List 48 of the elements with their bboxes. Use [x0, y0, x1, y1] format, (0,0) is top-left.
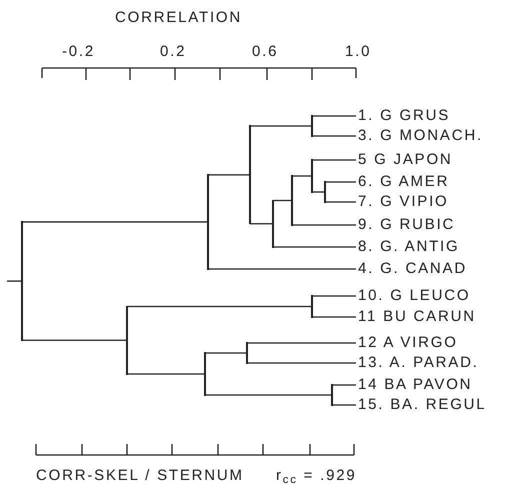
- branch-line: [250, 223, 273, 224]
- branch-line: [205, 352, 247, 354]
- taxon-label: 3. G MONACH.: [358, 127, 483, 145]
- branch-line: [273, 200, 292, 202]
- branch-line: [208, 268, 356, 270]
- branch-line: [247, 362, 356, 364]
- branch-line: [22, 340, 127, 341]
- branch-line: [292, 175, 312, 177]
- branch-line: [273, 246, 356, 248]
- taxon-label: 15. BA. REGUL: [358, 396, 486, 414]
- taxon-label: 14 BA PAVON: [358, 376, 472, 394]
- taxon-label: 8. G. ANTIG: [358, 238, 460, 256]
- branch-line: [127, 373, 205, 375]
- correlation-coefficient: r$_{cc}$ = .929: [276, 466, 357, 486]
- branch-line: [127, 306, 312, 308]
- branch-line: [332, 384, 356, 386]
- branch-line: [325, 201, 356, 203]
- taxon-label: 11 BU CARUN: [358, 308, 476, 326]
- branch-line: [250, 125, 312, 127]
- branch-line: [325, 181, 356, 183]
- taxon-label: 12 A VIRGO: [358, 334, 458, 352]
- branch-line: [312, 295, 356, 297]
- axis-title: CORRELATION: [115, 8, 242, 28]
- taxon-label: 6. G AMER: [358, 173, 450, 191]
- taxon-label: 9. G RUBIC: [358, 216, 456, 234]
- tick-label: 0.6: [252, 42, 278, 62]
- axis-title: CORR-SKEL / STERNUM: [36, 466, 244, 486]
- branch-line: [205, 394, 332, 396]
- taxon-label: 5 G JAPON: [358, 151, 453, 169]
- branch-line: [312, 316, 356, 318]
- branch-line: [7, 280, 22, 282]
- taxon-label: 10. G LEUCO: [358, 287, 470, 305]
- taxon-label: 13. A. PARAD.: [358, 354, 479, 372]
- tick-label: 0.2: [160, 42, 186, 62]
- branch-line: [22, 221, 208, 223]
- taxon-label: 7. G VIPIO: [358, 193, 449, 211]
- branch-line: [247, 342, 356, 344]
- branch-line: [208, 174, 250, 176]
- taxon-label: 1. G GRUS: [358, 107, 450, 125]
- taxon-label: 4. G. CANAD: [358, 260, 467, 278]
- branch-line: [312, 115, 356, 117]
- branch-line: [312, 135, 356, 137]
- tick-label: -0.2: [62, 42, 96, 62]
- tick-label: 1.0: [345, 42, 372, 62]
- branch-line: [312, 159, 356, 161]
- branch-line: [292, 224, 356, 226]
- branch-line: [332, 404, 356, 406]
- branch-line: [312, 191, 325, 193]
